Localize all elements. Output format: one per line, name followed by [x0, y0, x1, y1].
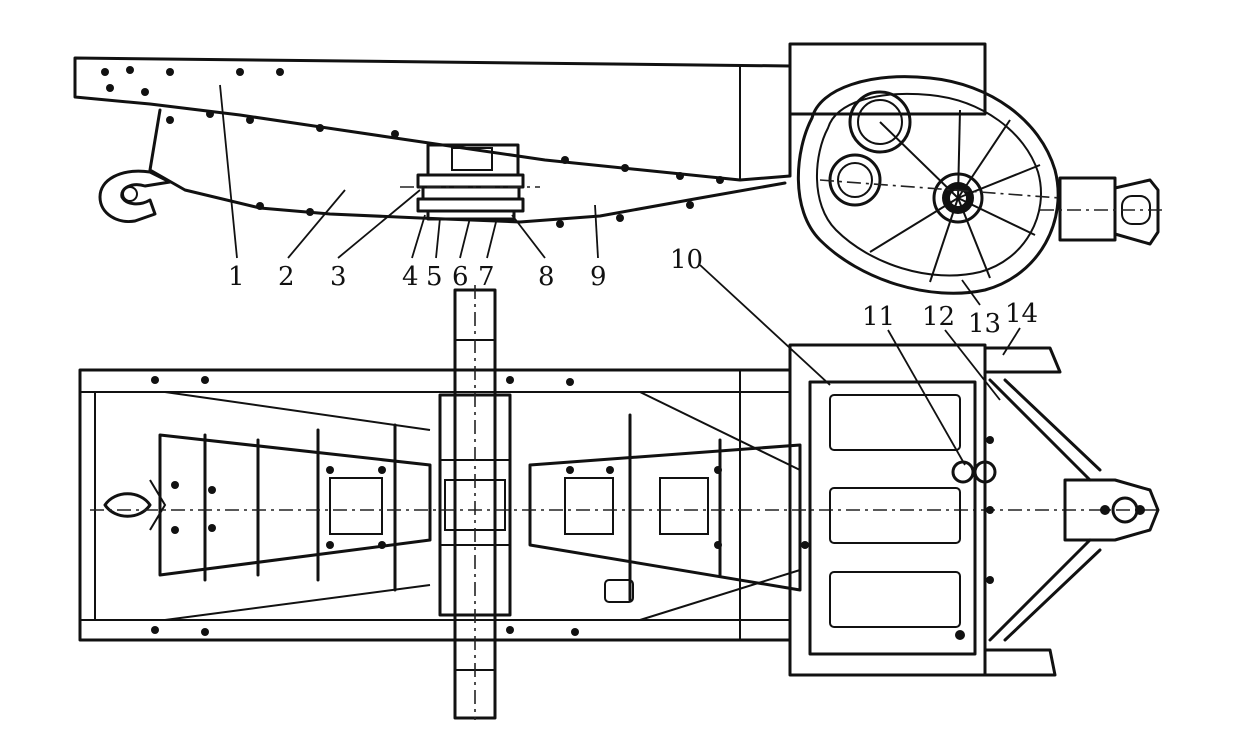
leader-lines	[219, 84, 1021, 466]
main-frame	[78, 368, 792, 642]
callout-7: 7	[478, 262, 495, 292]
callout-labels: 1 2 3 4 5 6 7 8 9 10 11 12 13 14	[228, 245, 1038, 339]
callout-1: 1	[228, 262, 245, 292]
callout-10: 10	[670, 245, 703, 275]
callout-14: 14	[1005, 299, 1038, 329]
callout-3: 3	[330, 262, 347, 292]
callout-13: 13	[968, 309, 1001, 339]
rivet-row-side	[101, 66, 724, 228]
plan-view	[78, 285, 1160, 720]
rear-housing	[604, 343, 997, 677]
upper-beam	[73, 56, 792, 182]
callout-4: 4	[402, 262, 419, 292]
callout-12: 12	[922, 302, 955, 332]
callout-8: 8	[538, 262, 555, 292]
a-frame-drawbar	[983, 346, 1160, 677]
callout-2: 2	[278, 262, 295, 292]
callout-11: 11	[862, 302, 895, 332]
center-bearing	[400, 143, 540, 221]
cross-members	[203, 413, 722, 602]
axle	[438, 285, 512, 720]
callout-6: 6	[452, 262, 469, 292]
callout-5: 5	[426, 262, 443, 292]
gear-housing	[788, 42, 1061, 295]
side-elevation-view	[73, 42, 1165, 295]
coupler-hook	[98, 169, 172, 224]
callout-9: 9	[590, 262, 607, 292]
drawbar-yoke	[1040, 176, 1165, 246]
rivet-row-plan	[151, 376, 1145, 640]
